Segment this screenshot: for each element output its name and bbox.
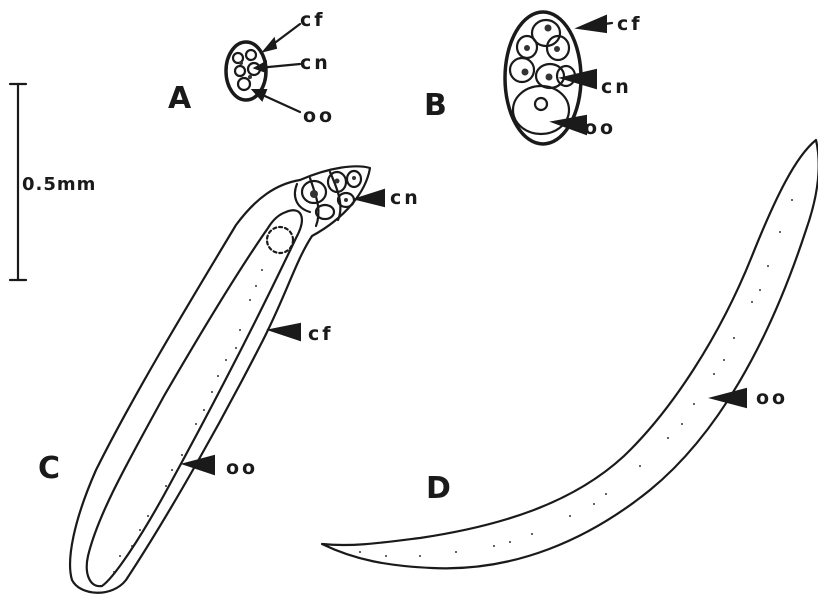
yolk-stipple-c <box>113 269 263 573</box>
label-b-oo: oo <box>584 117 616 139</box>
scale-bar-label: 0.5mm <box>22 174 96 195</box>
label-c-oo: oo <box>226 457 258 479</box>
label-b-cn: cn <box>601 76 632 98</box>
label-c-cf: cf <box>308 323 334 345</box>
panel-a: A cf cn oo <box>168 9 335 127</box>
label-b-cf: cf <box>617 13 643 35</box>
panel-a-letter: A <box>168 81 192 116</box>
panel-b-letter: B <box>424 88 447 123</box>
panel-c: C <box>38 166 421 592</box>
label-d-oo: oo <box>756 387 788 409</box>
scale-bar: 0.5mm <box>10 84 96 280</box>
label-c-cn: cn <box>390 187 421 209</box>
label-a-cn: cn <box>300 52 331 74</box>
panel-b: B cf cn oo <box>424 12 643 144</box>
yolk-stipple-d <box>359 199 793 557</box>
follicle-c <box>70 166 370 592</box>
label-a-cf: cf <box>300 9 326 31</box>
panel-d-letter: D <box>426 471 451 506</box>
panel-c-letter: C <box>38 451 60 486</box>
label-a-oo: oo <box>303 105 335 127</box>
